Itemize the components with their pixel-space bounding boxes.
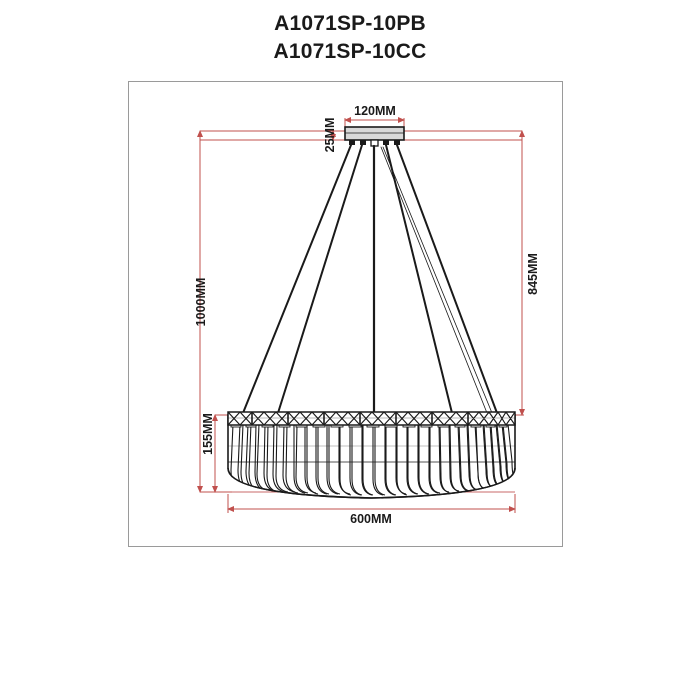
- dim-label-total-drop: 1000MM: [194, 277, 208, 327]
- suspension-cables: [242, 144, 498, 415]
- dim-label-cable-drop: 845MM: [526, 253, 540, 295]
- drawing-border-frame: [128, 81, 563, 547]
- crystal-drum-shade: [227, 411, 516, 499]
- page-title-line-2: A1071SP-10CC: [273, 40, 427, 63]
- ceiling-canopy-plate: [344, 126, 405, 147]
- page-title-line-1: A1071SP-10PB: [274, 12, 426, 35]
- dim-label-shade-diameter: 600MM: [350, 512, 392, 526]
- dim-label-canopy-height: 25MM: [323, 117, 337, 153]
- top-rim-lattice-band: [227, 411, 516, 426]
- dim-label-shade-height: 155MM: [201, 413, 215, 455]
- dim-label-canopy-width: 120MM: [354, 104, 396, 118]
